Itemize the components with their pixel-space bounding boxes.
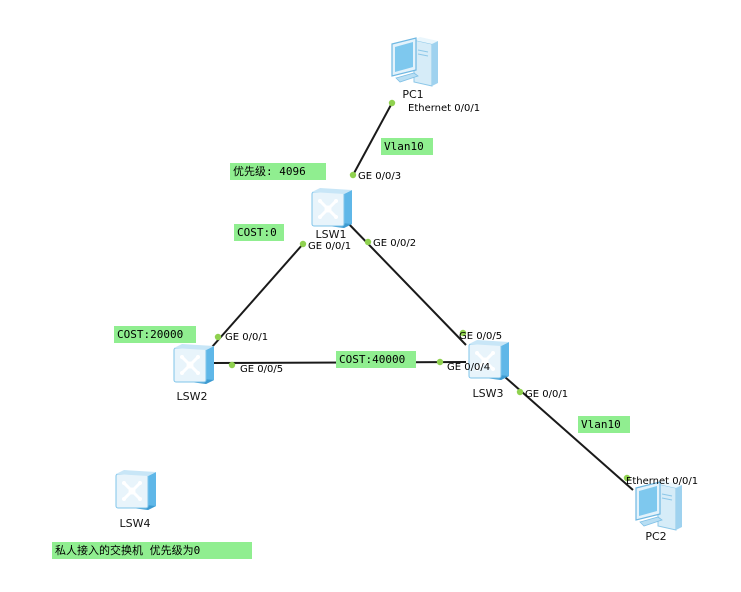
device-name-lsw4: LSW4 (120, 517, 151, 530)
pc-icon (391, 37, 438, 87)
port-label-lsw1: GE 0/0/3 (358, 171, 401, 182)
note-text: Vlan10 (581, 418, 621, 431)
device-name-pc1: PC1 (402, 88, 423, 101)
note-cost-lsw1: COST:0 (234, 224, 284, 241)
note-highlight (52, 542, 252, 559)
note-text: COST:20000 (117, 328, 183, 341)
port-dot-lsw1 (299, 240, 307, 248)
note-text: 私人接入的交换机 优先级为0 (55, 543, 200, 557)
note-highlight (114, 326, 196, 343)
device-name-lsw2: LSW2 (177, 390, 208, 403)
note-priority-1: 优先级: 4096 (230, 163, 326, 180)
port-dot-lsw3 (436, 358, 444, 366)
device-lsw4[interactable]: LSW4 (115, 470, 156, 530)
device-lsw2[interactable]: LSW2 (173, 344, 214, 403)
port-dot-lsw2 (214, 333, 222, 341)
port-label-lsw1: GE 0/0/2 (373, 238, 416, 249)
port-dot-lsw1 (364, 238, 372, 246)
link-lsw3-pc2[interactable] (504, 376, 634, 491)
device-pc1[interactable]: PC1 (391, 37, 438, 101)
switch-icon (468, 340, 509, 380)
device-name-pc2: PC2 (645, 530, 666, 543)
port-label-lsw3: GE 0/0/5 (459, 331, 502, 342)
note-text: COST:40000 (339, 353, 405, 366)
port-dot-lsw2 (228, 361, 236, 369)
pc-icon (635, 481, 682, 531)
link-pc1-lsw1[interactable] (352, 102, 393, 176)
note-vlan-top: Vlan10 (381, 138, 433, 155)
note-highlight (578, 416, 630, 433)
device-pc2[interactable]: PC2 (635, 481, 682, 543)
device-lsw3[interactable]: LSW3 (468, 340, 509, 400)
switch-icon (173, 344, 214, 384)
note-highlight (230, 163, 326, 180)
port-label-lsw3: GE 0/0/4 (447, 362, 490, 373)
port-dot-lsw3 (459, 329, 467, 337)
port-label-lsw2: GE 0/0/5 (240, 364, 283, 375)
note-highlight (381, 138, 433, 155)
note-vlan-bottom: Vlan10 (578, 416, 630, 433)
port-dot-lsw1 (349, 171, 357, 179)
note-cost-lsw2: COST:20000 (114, 326, 196, 343)
note-text: COST:0 (237, 226, 277, 239)
device-name-lsw1: LSW1 (316, 228, 347, 241)
note-highlight (336, 351, 416, 368)
note-cost-lsw3: COST:40000 (336, 351, 416, 368)
link-lsw1-lsw2[interactable] (211, 243, 304, 348)
port-label-pc2: Ethernet 0/0/1 (626, 476, 698, 487)
port-label-lsw1: GE 0/0/1 (308, 241, 351, 252)
note-highlight (234, 224, 284, 241)
switch-icon (115, 470, 156, 510)
device-name-lsw3: LSW3 (473, 387, 504, 400)
port-dot-pc2 (623, 474, 631, 482)
port-label-pc1: Ethernet 0/0/1 (408, 103, 480, 114)
device-lsw1[interactable]: LSW1 (311, 188, 352, 241)
port-label-lsw3: GE 0/0/1 (525, 389, 568, 400)
note-text: Vlan10 (384, 140, 424, 153)
port-label-lsw2: GE 0/0/1 (225, 332, 268, 343)
switch-icon (311, 188, 352, 228)
note-lsw4-note: 私人接入的交换机 优先级为0 (52, 542, 252, 559)
port-dot-pc1 (388, 99, 396, 107)
note-text: 优先级: 4096 (233, 165, 306, 178)
port-dot-lsw3 (516, 388, 524, 396)
